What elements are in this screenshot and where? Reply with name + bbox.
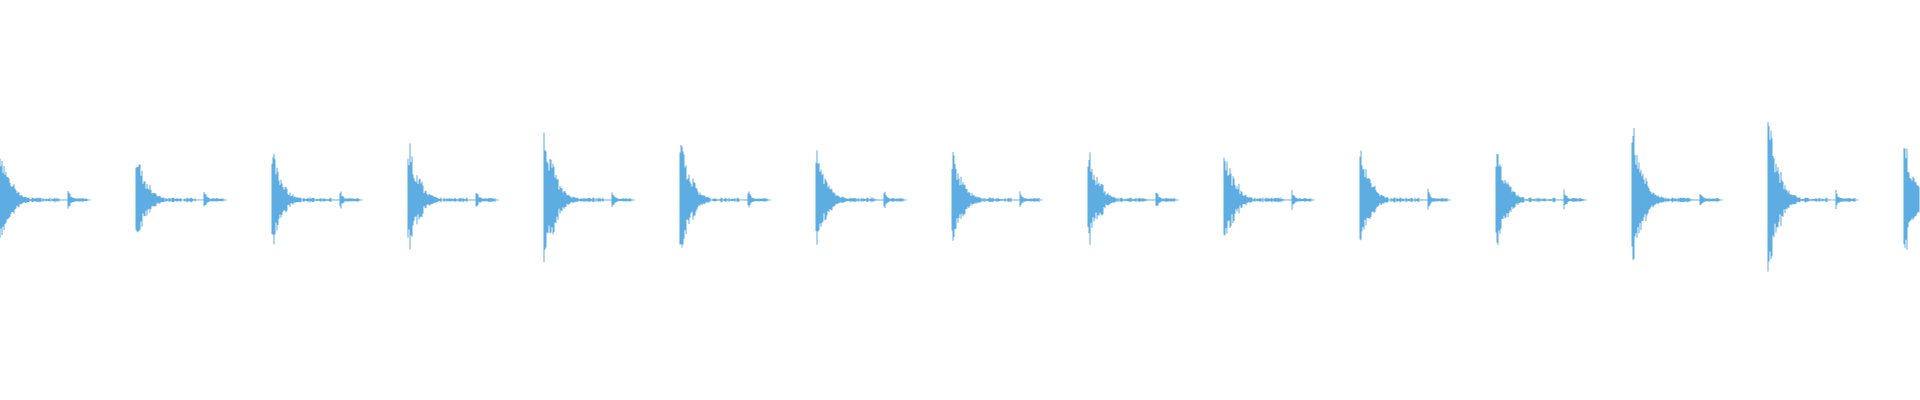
waveform-hit: [679, 145, 771, 248]
waveform-hit: [815, 150, 907, 245]
waveform-hit-path: [543, 132, 635, 263]
waveform-hit: [1631, 128, 1723, 261]
waveform-hit-path: [0, 158, 91, 238]
waveform-hit: [0, 158, 91, 238]
waveform-hit-path: [135, 164, 227, 233]
waveform-hit: [543, 132, 635, 263]
waveform-hit-path: [1767, 122, 1859, 272]
waveform-hit: [271, 153, 363, 245]
waveform-hit-path: [679, 145, 771, 248]
waveform-hit: [1903, 148, 1920, 250]
waveform-hit-path: [1223, 157, 1315, 236]
waveform-hit-path: [951, 152, 1043, 241]
waveform-hit: [135, 164, 227, 233]
waveform-hit: [951, 152, 1043, 241]
waveform-hit-path: [1359, 150, 1451, 241]
waveform-hit-path: [1495, 153, 1587, 245]
waveform-hit: [1495, 153, 1587, 245]
waveform-hit-path: [1631, 128, 1723, 261]
waveform-hit: [1359, 150, 1451, 241]
waveform-hit: [407, 143, 499, 250]
waveform-hit-path: [407, 143, 499, 250]
waveform-hit: [1223, 157, 1315, 236]
waveform-hit: [1087, 152, 1179, 245]
waveform-hit: [1767, 122, 1859, 272]
waveform-hit-path: [1903, 148, 1920, 250]
waveform-hit-path: [271, 153, 363, 245]
waveform-hit-path: [815, 150, 907, 245]
waveform-hit-path: [1087, 152, 1179, 245]
